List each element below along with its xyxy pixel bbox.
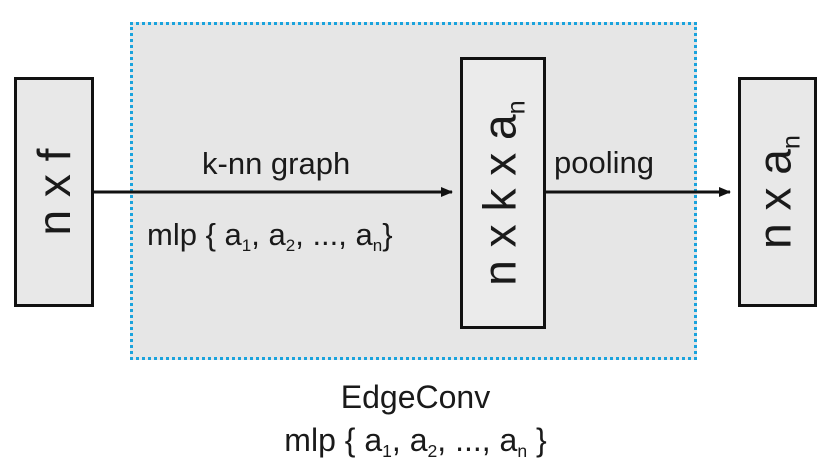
mid-box-label-main: n x k x a [473,114,526,286]
output-box-label: n x an [747,135,805,249]
mid-box: n x k x an [460,57,546,329]
output-box-label-main: n x a [747,149,800,249]
edgeconv-caption-mlp: mlp { a1, a2, ..., an } [284,422,547,462]
pooling-label: pooling [554,145,654,180]
knn-graph-label: k-nn graph [202,146,351,181]
output-box: n x an [738,77,817,307]
output-box-label-sub: n [776,135,805,150]
mid-box-label: n x k x an [473,100,531,286]
edgeconv-caption-title: EdgeConv [340,379,491,415]
input-box: n x f [14,77,94,307]
input-box-label: n x f [28,148,80,236]
mlp-arrow-label: mlp { a1, a2, ..., an} [147,217,393,255]
mid-box-label-sub: n [502,100,531,115]
